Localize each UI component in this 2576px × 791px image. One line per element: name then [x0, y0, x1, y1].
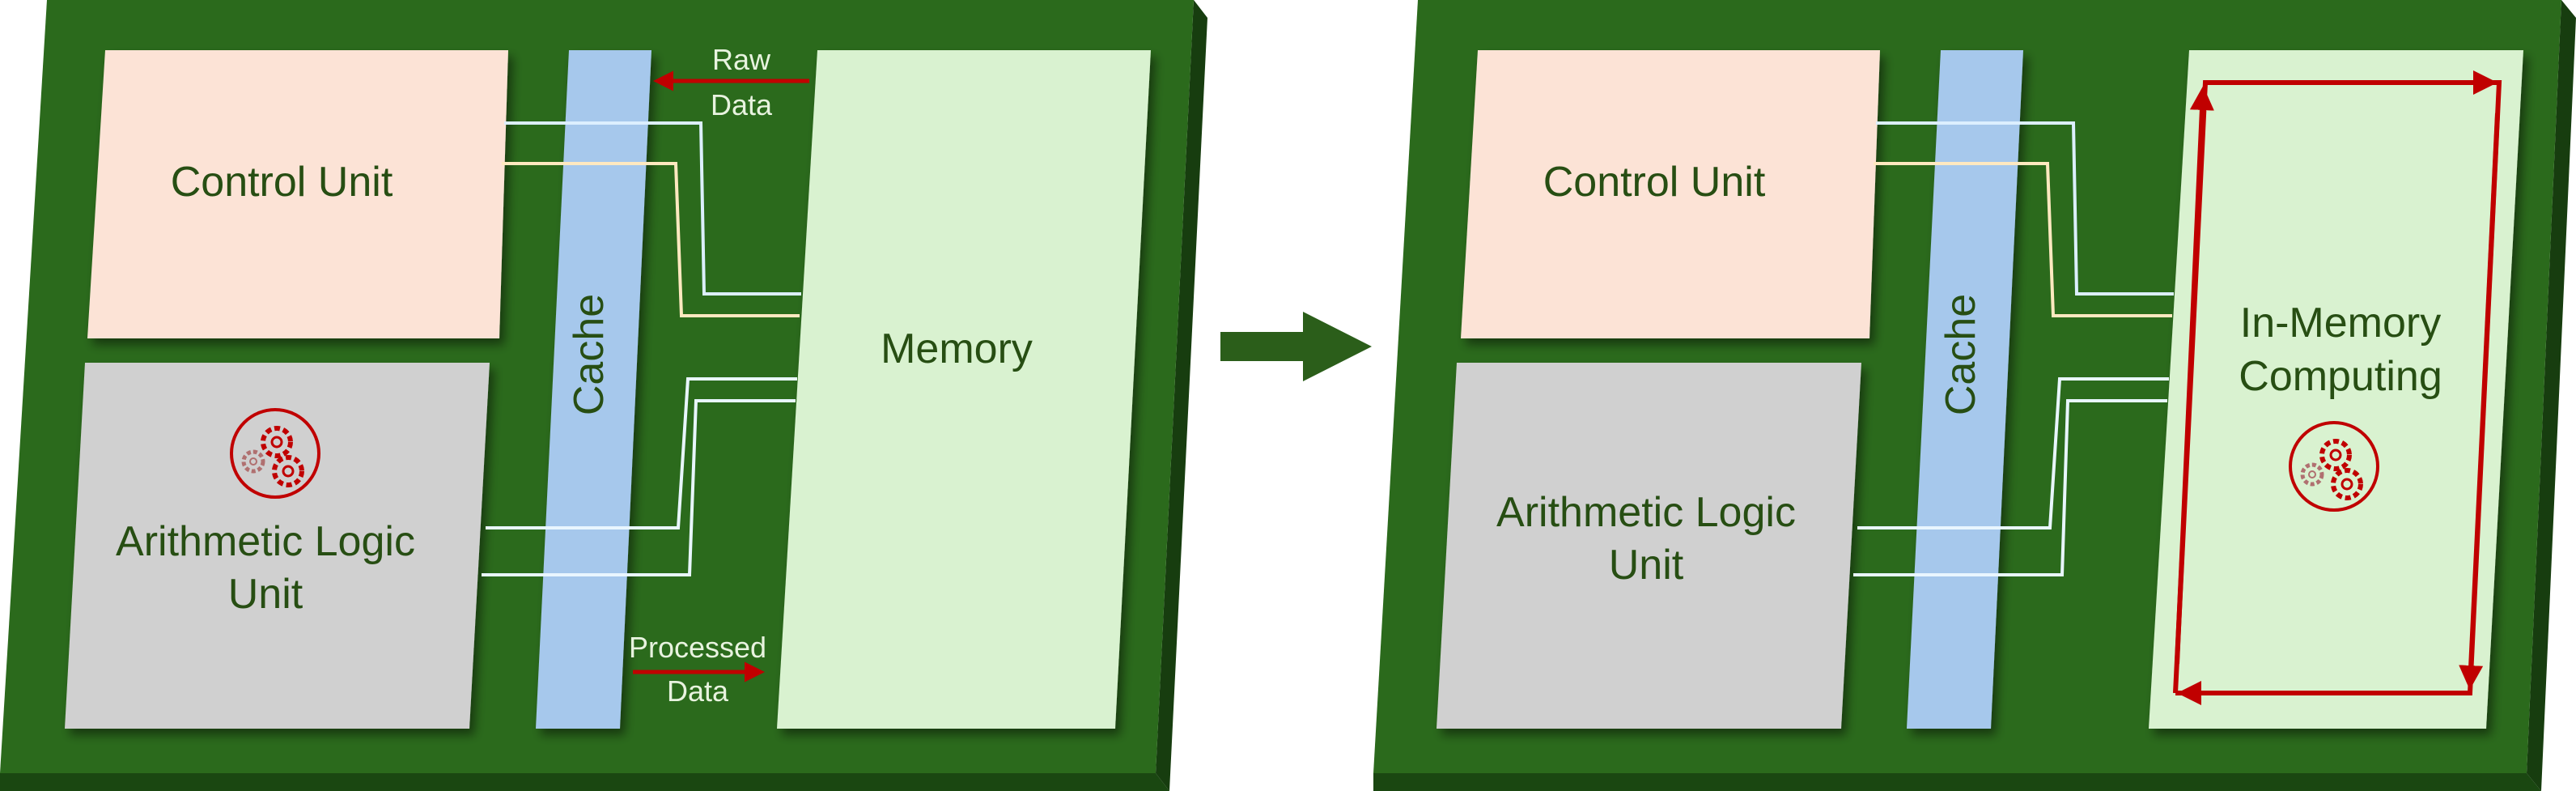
left-raw-data-label-line2: Data — [711, 88, 773, 121]
right-imc-label-line2: Computing — [2239, 353, 2442, 400]
left-alu-block — [65, 363, 490, 729]
arrow-right-icon — [1220, 312, 1372, 381]
gears-icon — [2289, 421, 2379, 512]
left-alu-label-line2: Unit — [228, 571, 303, 618]
left-memory-label: Memory — [881, 325, 1033, 372]
right-bus-wires — [1853, 121, 2174, 576]
right-control-unit-block — [1461, 50, 1880, 338]
left-control-unit-block — [87, 50, 508, 338]
left-memory-block — [777, 50, 1151, 729]
right-alu-block — [1437, 363, 1861, 729]
right-board-bottom — [1373, 773, 2541, 791]
right-cache-label: Cache — [1937, 294, 1984, 415]
right-cache-block — [1907, 50, 2023, 729]
left-board-side — [1156, 0, 1207, 791]
left-panel: Control Unit Arithmetic Logic Unit Cache… — [0, 0, 1207, 791]
left-cache-block — [536, 50, 651, 729]
in-memory-processing-loop — [2173, 70, 2502, 705]
left-bus-wires — [482, 121, 801, 576]
right-alu-label-line2: Unit — [1609, 542, 1684, 589]
right-alu-label-line1: Arithmetic Logic — [1496, 489, 1796, 536]
right-control-unit-label: Control Unit — [1543, 159, 1766, 206]
right-in-memory-computing-block — [2149, 50, 2523, 729]
right-panel: Control Unit Arithmetic Logic Unit Cache… — [1373, 0, 2576, 791]
left-processed-data-label-line1: Processed — [629, 631, 766, 664]
gears-icon — [230, 408, 320, 499]
left-control-unit-label: Control Unit — [171, 159, 393, 206]
left-raw-data-label-line1: Raw — [712, 43, 771, 76]
right-imc-label-line1: In-Memory — [2240, 300, 2441, 347]
left-processed-data-label-line2: Data — [667, 674, 729, 708]
left-alu-label-line1: Arithmetic Logic — [116, 518, 415, 565]
left-board-bottom — [0, 773, 1169, 791]
right-board-side — [2527, 0, 2576, 791]
left-cache-label: Cache — [566, 294, 613, 415]
